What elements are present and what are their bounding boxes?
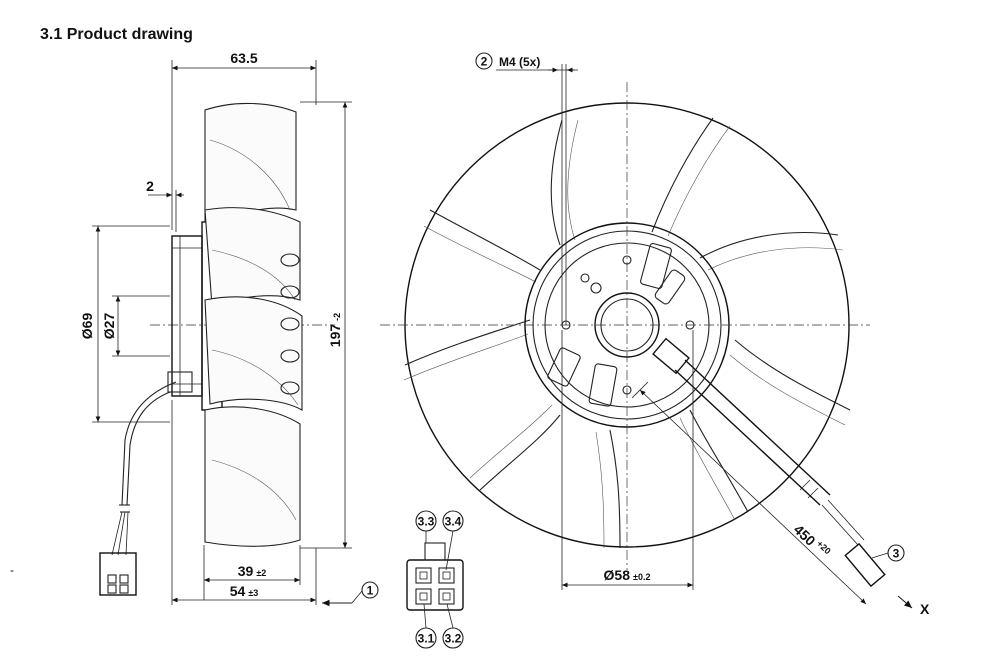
pin-3-4-socket — [438, 567, 455, 584]
dim-outer-diameter: Ø69 — [79, 313, 95, 340]
dim-hub-value: Ø58 — [604, 567, 631, 583]
svg-text:197-2: 197-2 — [327, 313, 343, 347]
dim-39-value: 39 — [238, 563, 254, 579]
dim-hub-tolerance: ±0.2 — [633, 572, 650, 582]
blade-side-2 — [204, 207, 301, 307]
pin-3-2-socket — [438, 588, 455, 605]
side-view: 63.5 2 Ø69 Ø27 197-2 39±2 — [79, 50, 379, 607]
pin-3-4-label: 3.4 — [445, 515, 462, 529]
svg-text:54±3: 54±3 — [230, 583, 259, 599]
callout-1: 1 — [367, 584, 374, 598]
front-view: 2 M4 (5x) Ø58±0.2 450+20 3 X — [380, 52, 930, 617]
side-cable — [121, 381, 177, 506]
dim-depth: 63.5 — [230, 50, 257, 66]
dim-height-tolerance: -2 — [332, 313, 342, 321]
pin-3-1-label: 3.1 — [418, 632, 435, 646]
connector-housing — [406, 559, 464, 611]
dim-cable-tolerance: +20 — [815, 539, 833, 557]
dim-54-value: 54 — [230, 583, 246, 599]
blade-side-4 — [204, 406, 301, 547]
pin-3-2-label: 3.2 — [445, 632, 462, 646]
svg-text:Ø58±0.2: Ø58±0.2 — [604, 567, 651, 583]
svg-text:39±2: 39±2 — [238, 563, 267, 579]
thread-label: M4 (5x) — [499, 55, 540, 69]
dim-inner-diameter: Ø27 — [101, 313, 117, 340]
pin-3-3-label: 3.3 — [418, 515, 435, 529]
pin-3-1-socket — [415, 588, 432, 605]
pin-3-3-socket — [415, 567, 432, 584]
stray-mark: - — [10, 563, 14, 577]
callout-2: 2 — [481, 55, 488, 69]
dim-height-value: 197 — [327, 324, 343, 348]
blade-side-3 — [204, 296, 303, 411]
svg-text:450+20: 450+20 — [791, 521, 833, 562]
dim-54-tolerance: ±3 — [248, 588, 258, 598]
front-connector — [844, 542, 886, 588]
blade-side-1 — [204, 102, 297, 223]
dim-offset: 2 — [146, 178, 154, 194]
connector-pinout: 3.3 3.4 3.1 3.2 — [406, 510, 464, 649]
dim-39-tolerance: ±2 — [256, 568, 266, 578]
callout-3: 3 — [893, 547, 900, 561]
side-connector — [99, 552, 137, 596]
page-title: 3.1 Product drawing — [40, 26, 193, 43]
view-x-label: X — [920, 601, 930, 617]
